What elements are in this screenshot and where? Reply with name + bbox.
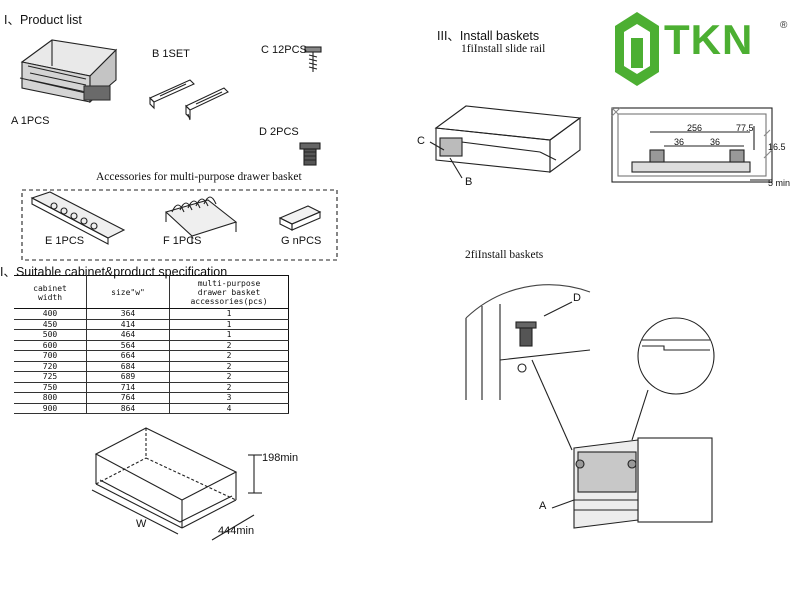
cabinet-width-cell: 900: [14, 403, 87, 414]
accessories-cell: 2: [169, 340, 289, 351]
rail-label-b: B: [465, 176, 473, 188]
rail-dim-36-right: 36: [710, 137, 721, 147]
rail-section-drawing: [611, 107, 773, 183]
accessory-f-drawing: [164, 196, 238, 244]
install-bolt-d-drawing: [515, 301, 573, 347]
accessories-cell: 1: [169, 319, 289, 330]
tkn-logo-icon: [615, 12, 659, 86]
accessory-g-drawing: [278, 205, 322, 231]
rail-dim-5min: 5 min: [768, 178, 791, 188]
step1-title: 1fiInstall slide rail: [461, 43, 546, 55]
accessories-box: [21, 189, 338, 261]
accessories-cell: 2: [169, 371, 289, 383]
step2-title: 2fiInstall baskets: [465, 249, 544, 261]
accessories-caption: Accessories for multi-purpose drawer bas…: [96, 171, 302, 183]
accessories-cell: 2: [169, 382, 289, 393]
cabinet-width-cell: 725: [14, 371, 87, 383]
rail-dim-16-5: 16.5: [768, 142, 786, 152]
accessories-cell: 2: [169, 350, 289, 362]
brand-registered-mark: ®: [780, 20, 788, 31]
product-d-label: D 2PCS: [259, 126, 299, 138]
cabinet-width-dim: W: [136, 518, 147, 530]
install-label-a: A: [539, 500, 547, 512]
product-e-label: E 1PCS: [45, 235, 85, 247]
size-w-cell: 664: [86, 350, 170, 362]
size-w-cell: 764: [86, 392, 170, 404]
accessories-cell: 4: [169, 403, 289, 414]
basket-cabinet-corner-drawing: [465, 284, 591, 451]
cabinet-width-cell: 400: [14, 308, 87, 320]
size-w-cell: 364: [86, 308, 170, 320]
cabinet-wireframe-drawing: [91, 427, 262, 541]
cabinet-width-cell: 500: [14, 329, 87, 341]
cabinet-width-cell: 800: [14, 392, 87, 404]
bolt-d-drawing: [299, 142, 321, 166]
accessory-e-drawing: [30, 191, 126, 245]
header-cabinet-width: cabinet width: [14, 275, 87, 309]
cabinet-width-cell: 600: [14, 340, 87, 351]
rail-dim-256: 256: [687, 123, 703, 133]
size-w-cell: 714: [86, 382, 170, 393]
accessories-cell: 1: [169, 329, 289, 341]
install-label-d: D: [573, 292, 581, 304]
screw-c-drawing: [304, 46, 322, 72]
size-w-cell: 864: [86, 403, 170, 414]
product-c-label: C 12PCS: [261, 44, 307, 56]
rail-dim-77-5: 77.5: [736, 123, 754, 133]
product-b-label: B 1SET: [152, 48, 190, 60]
size-w-cell: 689: [86, 371, 170, 383]
size-w-cell: 414: [86, 319, 170, 330]
spec-table: cabinet width size"w" multi-purpose draw…: [14, 275, 289, 414]
size-w-cell: 684: [86, 361, 170, 372]
product-f-label: F 1PCS: [163, 235, 202, 247]
rail-cabinet-drawing: [429, 105, 582, 179]
cabinet-depth-dim: 444min: [218, 525, 255, 537]
install-detail-circle: [631, 317, 715, 441]
brand-name: TKN: [664, 16, 754, 63]
accessories-cell: 1: [169, 308, 289, 320]
size-w-cell: 564: [86, 340, 170, 351]
cabinet-width-cell: 750: [14, 382, 87, 393]
cabinet-width-cell: 720: [14, 361, 87, 372]
rail-label-c: C: [417, 135, 425, 147]
basket-a-drawing: [19, 39, 118, 104]
cabinet-width-cell: 450: [14, 319, 87, 330]
header-accessories: multi-purpose drawer basket accessories(…: [169, 275, 289, 309]
accessories-cell: 3: [169, 392, 289, 404]
size-w-cell: 464: [86, 329, 170, 341]
slide-rails-b-drawing: [149, 79, 229, 121]
spec-table-header: cabinet width size"w" multi-purpose draw…: [14, 275, 289, 309]
install-basket-drawing: [551, 437, 713, 529]
section3-title: III、Install baskets: [437, 29, 540, 43]
cabinet-width-cell: 700: [14, 350, 87, 362]
product-a-label: A 1PCS: [11, 115, 50, 127]
header-size-w: size"w": [86, 275, 170, 309]
cabinet-height-dim: 198min: [262, 452, 299, 464]
accessories-cell: 2: [169, 361, 289, 372]
product-g-label: G nPCS: [281, 235, 322, 247]
section1-title: I、Product list: [4, 13, 82, 27]
rail-dim-36-left: 36: [674, 137, 685, 147]
